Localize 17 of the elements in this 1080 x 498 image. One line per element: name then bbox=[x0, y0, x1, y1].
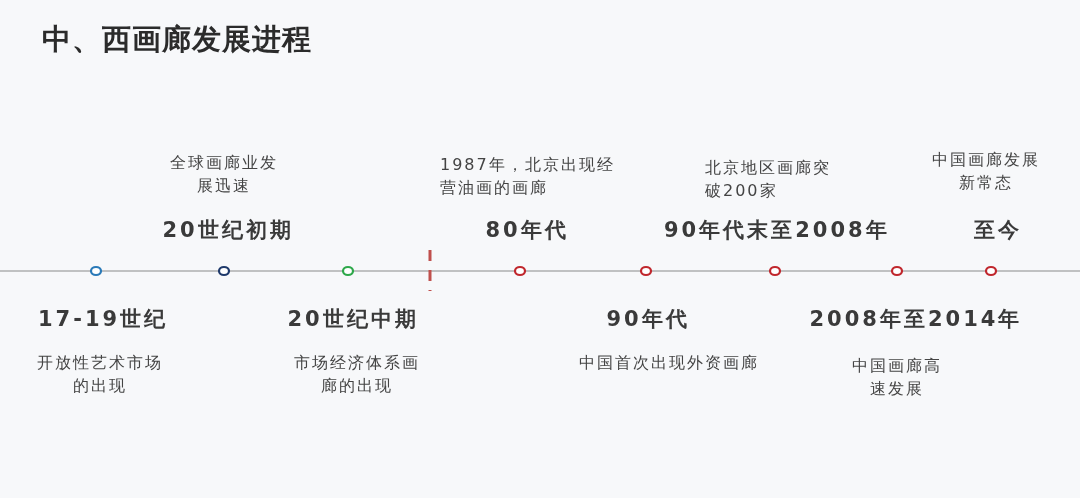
title: 中、西画廊发展进程 bbox=[42, 21, 312, 58]
event-description: 中国首次出现外资画廊 bbox=[579, 352, 759, 374]
period-label: 80年代 bbox=[485, 217, 569, 244]
event-description: 中国画廊发展新常态 bbox=[931, 149, 1041, 194]
period-label: 至今 bbox=[974, 217, 1022, 244]
event-description: 北京地区画廊突破200家 bbox=[705, 157, 832, 202]
period-label: 90年代 bbox=[606, 306, 690, 333]
event-description: 1987年，北京出现经营油画的画廊 bbox=[440, 154, 616, 199]
period-label: 2008年至2014年 bbox=[809, 306, 1023, 333]
period-label: 20世纪初期 bbox=[162, 217, 294, 244]
event-description: 市场经济体系画廊的出现 bbox=[293, 352, 421, 397]
event-description: 开放性艺术市场的出现 bbox=[36, 352, 164, 397]
period-label: 20世纪中期 bbox=[287, 306, 419, 333]
event-description: 全球画廊业发展迅速 bbox=[169, 152, 279, 197]
period-label: 17-19世纪 bbox=[38, 306, 169, 333]
event-description: 中国画廊高速发展 bbox=[851, 355, 943, 400]
period-label: 90年代末至2008年 bbox=[664, 217, 890, 244]
